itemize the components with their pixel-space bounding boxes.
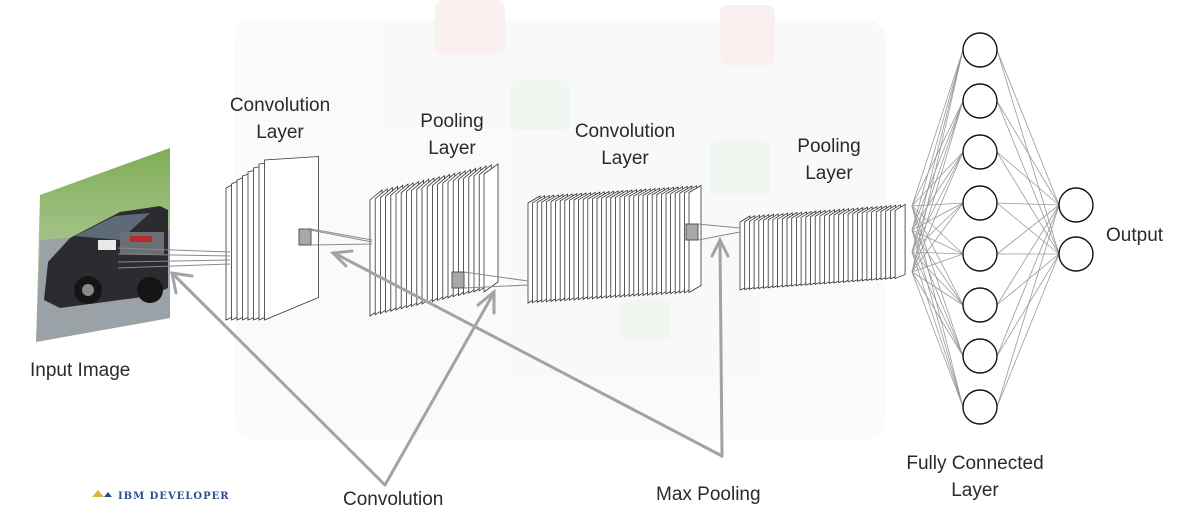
conv2-label-line1: Convolution xyxy=(574,121,676,142)
pool2-label: Pooling Layer xyxy=(770,133,888,187)
convolution-arrow-2-head xyxy=(476,288,496,315)
fully-connected-edges xyxy=(911,49,1060,408)
pool2-sheet xyxy=(894,203,906,280)
conv2-label-line2: Layer xyxy=(601,148,649,169)
fc-edge-out xyxy=(996,49,1060,255)
fc-edge-in xyxy=(911,253,964,273)
fc-edge-out xyxy=(996,100,1060,206)
fc-edge-in xyxy=(911,205,964,357)
fc-edge-out xyxy=(996,151,1060,255)
pool1-label: Pooling Layer xyxy=(390,108,514,162)
fc-edge-out xyxy=(996,202,1060,206)
fc-edge-in xyxy=(911,271,964,357)
max-pooling-arrow-1-head xyxy=(329,249,354,268)
convolution-arrow-1 xyxy=(173,274,387,487)
fc-edge-in xyxy=(911,202,964,273)
fc-edge-in xyxy=(911,49,964,231)
ibm-developer-logo xyxy=(92,490,112,497)
fc-edge-in xyxy=(911,100,964,253)
hidden-node xyxy=(962,287,998,323)
hidden-node xyxy=(962,83,998,119)
conv1-feature-maps xyxy=(225,156,319,321)
conv1-sheet xyxy=(264,156,319,321)
input-image xyxy=(36,148,170,342)
fc-edge-out xyxy=(996,151,1060,206)
fc-edge-in xyxy=(911,49,964,273)
pool2-feature-maps xyxy=(739,203,906,291)
hidden-node xyxy=(962,185,998,221)
receptive-fields xyxy=(117,223,741,289)
fc-edge-out xyxy=(996,204,1060,357)
annotation-arrows xyxy=(170,236,730,487)
convolution-arrow-1-head xyxy=(170,271,194,295)
fc-edge-out xyxy=(996,202,1060,255)
pool1-front xyxy=(483,163,499,293)
conv1-label-line1: Convolution xyxy=(229,95,331,116)
max-pooling-arrow-2-head xyxy=(710,236,730,258)
pool2-label-line2: Layer xyxy=(805,163,853,184)
fc-edge-out xyxy=(996,204,1060,306)
output-node xyxy=(1058,187,1094,223)
pool1-label-line2: Layer xyxy=(428,138,476,159)
fc-edge-in xyxy=(911,205,964,408)
fc-edge-in xyxy=(911,100,964,273)
fc-edge-out xyxy=(996,49,1060,206)
fc-edge-in xyxy=(911,202,964,207)
hidden-node xyxy=(962,338,998,374)
fc-edge-in xyxy=(911,49,964,207)
pool2-label-line1: Pooling xyxy=(797,136,861,157)
fully-connected-label-line2: Layer xyxy=(951,480,999,501)
convolution-label: Convolution xyxy=(343,489,444,510)
max-pooling-label: Max Pooling xyxy=(656,484,761,505)
fc-edge-in xyxy=(911,205,964,306)
fully-connected-label: Fully Connected Layer xyxy=(880,450,1070,504)
fc-edge-in xyxy=(911,151,964,207)
fc-edge-in xyxy=(911,100,964,231)
fully-connected-nodes xyxy=(962,32,998,425)
hidden-node xyxy=(962,32,998,68)
fully-connected-label-line1: Fully Connected xyxy=(906,453,1044,474)
fc-edge-out xyxy=(996,204,1060,408)
fc-edge-in xyxy=(911,205,964,255)
fc-edge-in xyxy=(911,229,964,255)
hidden-node xyxy=(962,134,998,170)
fc-edge-in xyxy=(911,49,964,253)
ibm-developer-logo-text: IBM DEVELOPER xyxy=(118,491,230,502)
fc-edge-in xyxy=(911,251,964,408)
fc-edge-in xyxy=(911,202,964,231)
fc-edge-in xyxy=(911,271,964,306)
fc-edge-in xyxy=(911,229,964,408)
max-pooling-arrow-1 xyxy=(334,252,724,458)
fc-edge-in xyxy=(911,151,964,273)
pool1-label-line1: Pooling xyxy=(420,111,484,132)
hidden-node xyxy=(962,236,998,272)
fc-edge-out xyxy=(996,204,1060,255)
conv2-label: Convolution Layer xyxy=(555,118,695,172)
pool1-feature-maps xyxy=(369,163,499,317)
output-label: Output xyxy=(1106,225,1164,246)
fc-edge-in xyxy=(911,271,964,408)
conv2-feature-maps xyxy=(527,184,702,304)
conv1-label-line2: Layer xyxy=(256,122,304,143)
output-node xyxy=(1058,236,1094,272)
output-nodes xyxy=(1058,187,1094,272)
hidden-node xyxy=(962,389,998,425)
conv1-label: Convolution Layer xyxy=(210,92,350,146)
fc-edge-in xyxy=(911,100,964,207)
max-pooling-arrow-2 xyxy=(718,240,724,458)
fc-edge-out xyxy=(996,253,1060,408)
input-image-label: Input Image xyxy=(30,360,131,381)
fc-edge-in xyxy=(911,251,964,306)
fc-edge-out xyxy=(996,100,1060,255)
